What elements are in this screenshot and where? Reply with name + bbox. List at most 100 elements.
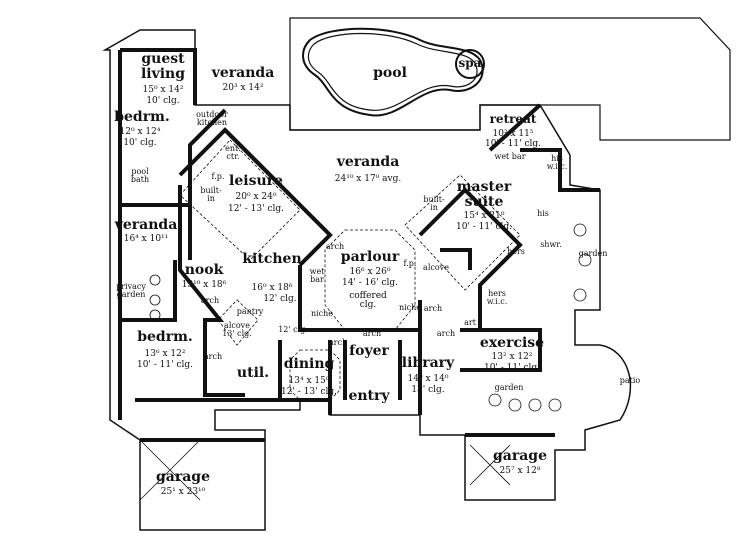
note-arch-parlour: arch [325, 242, 345, 251]
room-exercise-name: exercise [479, 335, 545, 351]
note-alcove-hall: alcove 13' clg. [222, 321, 252, 339]
room-foyer-name: foyer [349, 343, 389, 359]
room-nook-dims: 13¹⁰ x 18⁶ [181, 280, 227, 290]
note-builtin-leisure: built- in [200, 186, 222, 204]
room-leisure-dims: 20⁰ x 24⁰ [235, 192, 277, 202]
note-arch-library: arch [436, 329, 456, 338]
note-his-wic: his w.i.c. [546, 154, 568, 172]
parlour-ceiling [324, 229, 416, 331]
room-parlour-note: coffered clg. [349, 291, 387, 311]
note-arch-bedrm: arch [203, 352, 223, 361]
room-kitchen-name: kitchen [242, 251, 302, 267]
note-hers: hers [507, 247, 525, 256]
room-master-suite-clg: 10' - 11' clg. [455, 222, 513, 232]
note-privacy-garden: privacy garden [116, 282, 146, 300]
garden-plants [149, 223, 592, 412]
room-kitchen-clg: 12' clg. [263, 294, 297, 304]
room-master-suite-name: master suite [456, 179, 512, 210]
room-entry-name: entry [348, 388, 390, 404]
room-dining-clg: 12' - 13' clg. [280, 387, 338, 397]
note-wet-bar-retreat: wet bar [494, 152, 526, 161]
room-guest-living-clg: 10' clg. [146, 96, 180, 106]
room-parlour-dims: 16⁶ x 26⁰ [349, 267, 391, 277]
room-library-clg: 13' clg. [411, 385, 445, 395]
note-arch-foyer: arch [362, 329, 382, 338]
note-hall-clg: 12' clg. [278, 325, 308, 334]
note-pantry: pantry [236, 307, 264, 316]
room-leisure-clg: 12' - 13' clg. [227, 204, 285, 214]
room-veranda-center-name: veranda [336, 154, 400, 170]
room-bedrm-bottom-name: bedrm. [137, 329, 193, 345]
spa [455, 49, 485, 79]
room-bedrm-bottom-dims: 13⁶ x 12² [144, 349, 186, 359]
pool-edge [307, 32, 478, 111]
room-dining-dims: 13⁴ x 15⁰ [288, 376, 330, 386]
walls-south [135, 300, 422, 415]
room-bedrm-top-name: bedrm. [114, 109, 170, 125]
room-library-dims: 14⁰ x 14⁰ [407, 374, 449, 384]
room-garage-right-name: garage [492, 448, 548, 464]
note-niche-parlour: niche [398, 303, 422, 312]
note-builtin-master: built- in [423, 195, 445, 213]
room-dining-name: dining [283, 356, 335, 372]
note-niche-kitchen: niche [310, 309, 334, 318]
pool [302, 27, 484, 117]
room-bedrm-top-clg: 10' clg. [123, 138, 157, 148]
room-veranda-top-dims: 20³ x 14² [222, 83, 264, 93]
room-exercise-dims: 13² x 12² [491, 352, 533, 362]
note-hers-wic: hers w.i.c. [486, 289, 508, 307]
note-fp-parlour: f.p. [403, 259, 417, 268]
garage-door-mark [139, 439, 201, 501]
note-garden-right: garden [578, 249, 608, 258]
room-garage-right-dims: 25⁷ x 12⁸ [499, 466, 541, 476]
walls-west [118, 48, 333, 420]
note-patio: patio [619, 376, 641, 385]
note-fp-leisure: f.p. [211, 172, 225, 181]
room-exercise-clg: 10' - 11' clg. [483, 363, 541, 373]
master-ceiling [404, 174, 521, 291]
room-library-name: library [401, 355, 455, 371]
dining-ceiling [289, 349, 341, 401]
note-wet-bar-parlour: wet bar [309, 267, 325, 285]
note-outdoor-kitchen: outdoor kitchen [196, 110, 228, 128]
note-ent-ctr: ent. ctr. [225, 144, 241, 162]
room-master-suite-dims: 15⁴ x 21⁰ [463, 211, 505, 221]
room-veranda-top-name: veranda [211, 65, 275, 81]
room-retreat-clg: 10' - 11' clg. [484, 139, 542, 149]
room-parlour-clg: 14' - 16' clg. [341, 278, 399, 288]
walls-east [298, 103, 600, 332]
room-util-name: util. [236, 365, 270, 381]
note-alcove-parlour: alcove [423, 263, 449, 272]
room-veranda-center-dims: 24¹⁰ x 17⁰ avg. [334, 174, 402, 184]
note-garden-bottom: garden [494, 383, 524, 392]
room-kitchen-dims: 16⁰ x 18⁶ [251, 283, 293, 293]
note-arch-dining: arch [328, 338, 348, 347]
room-retreat-dims: 10² x 11⁵ [492, 129, 534, 139]
leisure-ceiling [179, 139, 301, 261]
room-veranda-left-dims: 16⁴ x 10¹¹ [123, 234, 169, 244]
room-veranda-left-name: veranda [114, 217, 178, 233]
room-parlour-name: parlour [340, 249, 400, 265]
note-pool-bath: pool bath [130, 167, 150, 185]
note-arch-nook: arch [200, 296, 220, 305]
note-arch-alcove: arch [423, 304, 443, 313]
room-guest-living-name: guest living [140, 51, 186, 82]
room-garage-left-name: garage [155, 469, 211, 485]
room-garage-left-dims: 25¹ x 23¹⁰ [160, 487, 206, 497]
alcove-ceiling [217, 299, 259, 346]
room-retreat-name: retreat [489, 112, 537, 126]
walls-nook [120, 128, 292, 397]
room-bedrm-bottom-clg: 10' - 11' clg. [136, 360, 194, 370]
room-guest-living-dims: 15⁰ x 14² [142, 85, 184, 95]
room-bedrm-top-dims: 12⁰ x 12⁴ [119, 127, 161, 137]
note-shwr: shwr. [540, 240, 562, 249]
note-art: art [464, 318, 476, 327]
spa-label: spa [458, 56, 482, 70]
garage-door-mark [469, 444, 511, 486]
room-leisure-name: leisure [229, 173, 283, 189]
exterior-outline [102, 29, 632, 531]
note-his: his [537, 209, 549, 218]
pool-label: pool [373, 65, 407, 81]
